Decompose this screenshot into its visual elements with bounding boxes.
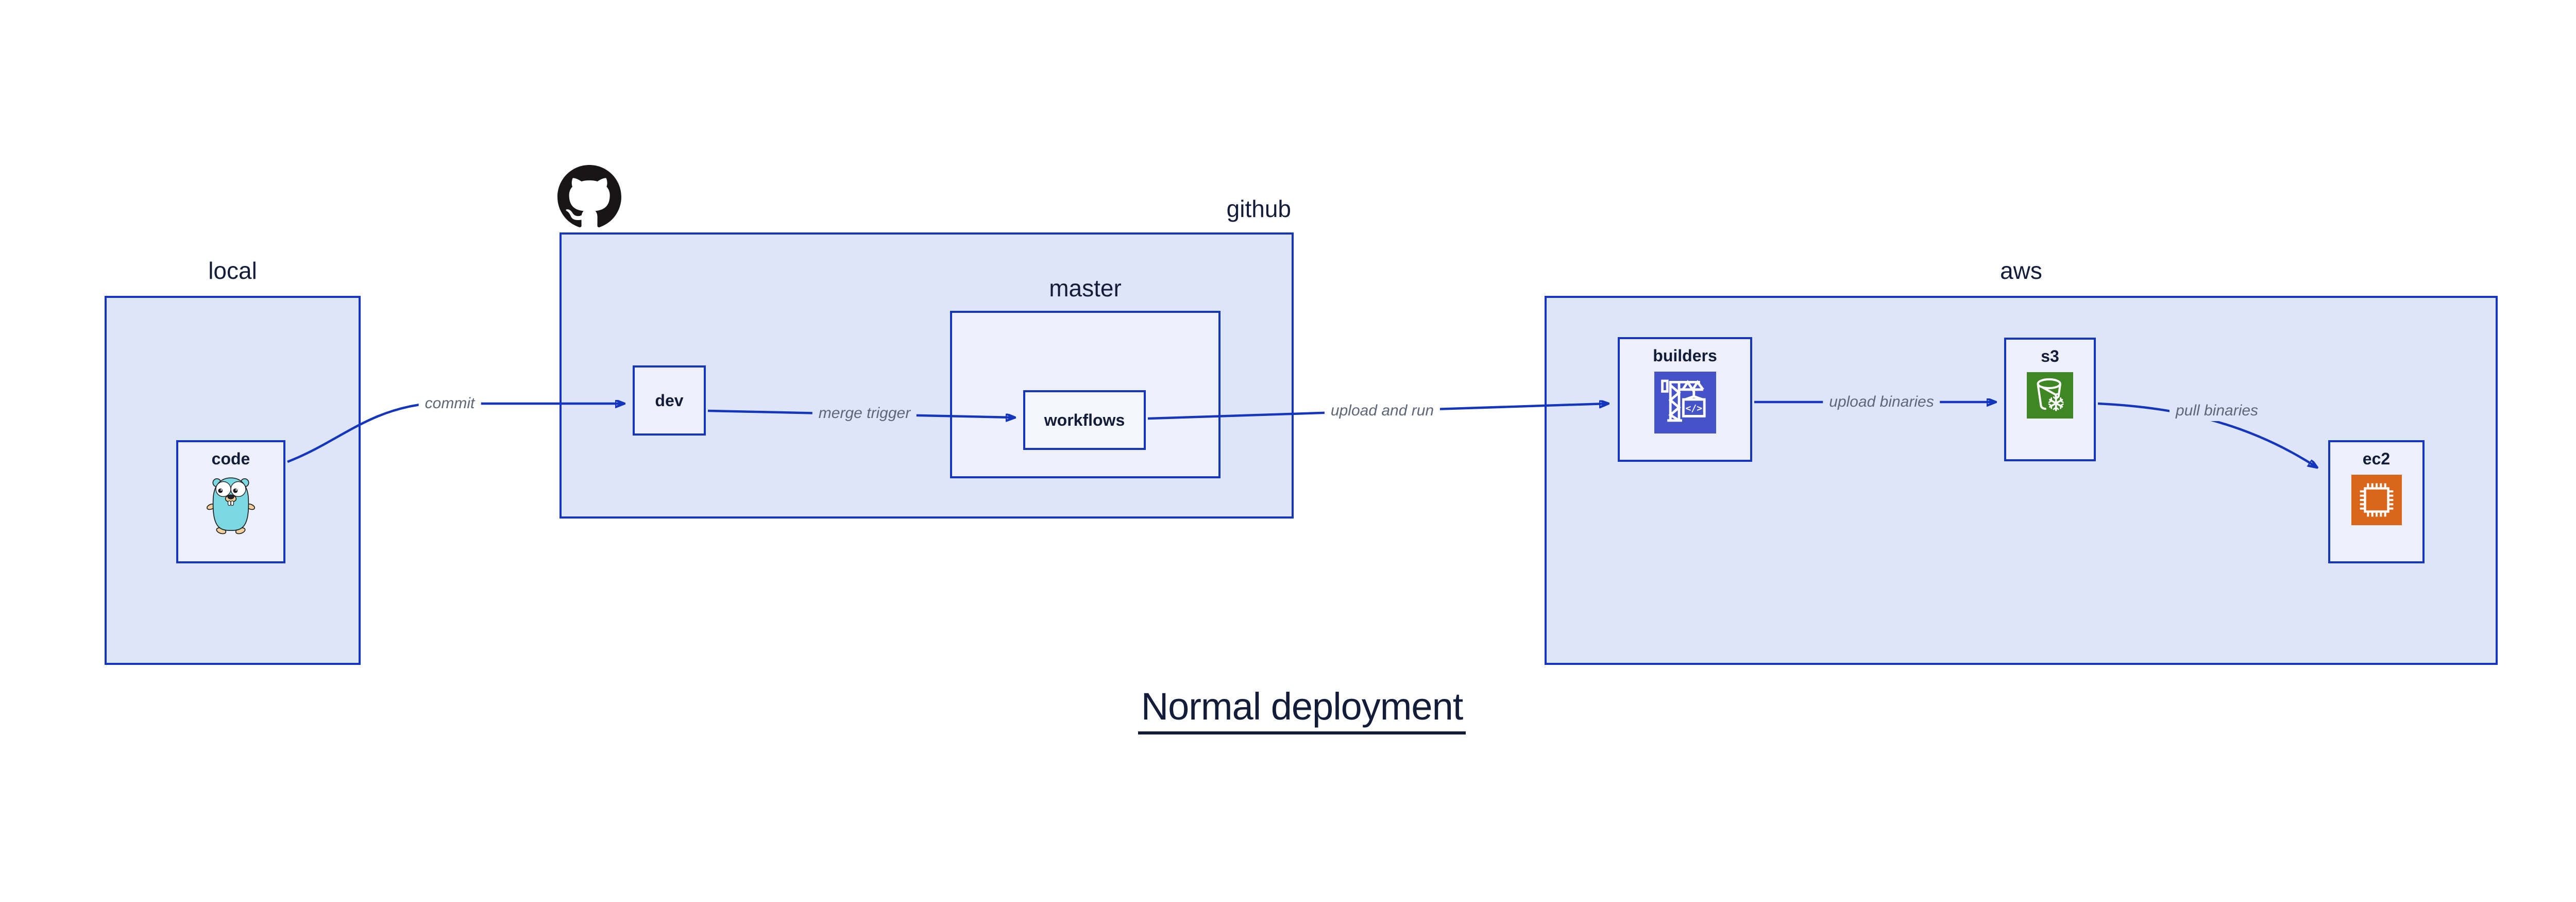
ec2-chip-icon (2351, 474, 2402, 525)
node-builders-label: builders (1653, 346, 1717, 365)
local-container-label: local (208, 257, 257, 284)
node-ec2: ec2 (2328, 440, 2425, 563)
diagram-title: Normal deployment (1138, 684, 1466, 734)
node-s3: s3 (2004, 338, 2096, 461)
edge-label-upload-binaries: upload binaries (1823, 392, 1940, 412)
s3-bucket-snowflake-icon (2027, 372, 2073, 419)
node-workflows-label: workflows (1044, 410, 1125, 429)
node-code-label: code (211, 449, 250, 468)
diagram-title-row: Normal deployment (0, 684, 2576, 734)
edge-label-pull-binaries: pull binaries (2169, 400, 2265, 421)
node-workflows: workflows (1023, 390, 1146, 450)
node-ec2-label: ec2 (2362, 449, 2391, 468)
codebuild-code-glyph: </> (1685, 403, 1702, 414)
node-builders: builders </> (1618, 337, 1752, 462)
master-container-label: master (1049, 275, 1122, 302)
github-container-label: github (1226, 195, 1291, 222)
aws-container-label: aws (2000, 257, 2042, 284)
go-gopher-icon (206, 477, 256, 534)
node-code: code (176, 440, 285, 563)
edge-label-commit: commit (418, 393, 481, 414)
node-dev: dev (633, 365, 706, 436)
github-octocat-icon (557, 165, 621, 227)
codebuild-crane-icon: </> (1654, 371, 1716, 433)
node-s3-label: s3 (2041, 347, 2059, 365)
edge-label-upload-and-run: upload and run (1324, 400, 1440, 421)
edge-label-merge-trigger: merge trigger (812, 403, 917, 424)
node-dev-label: dev (655, 391, 684, 410)
